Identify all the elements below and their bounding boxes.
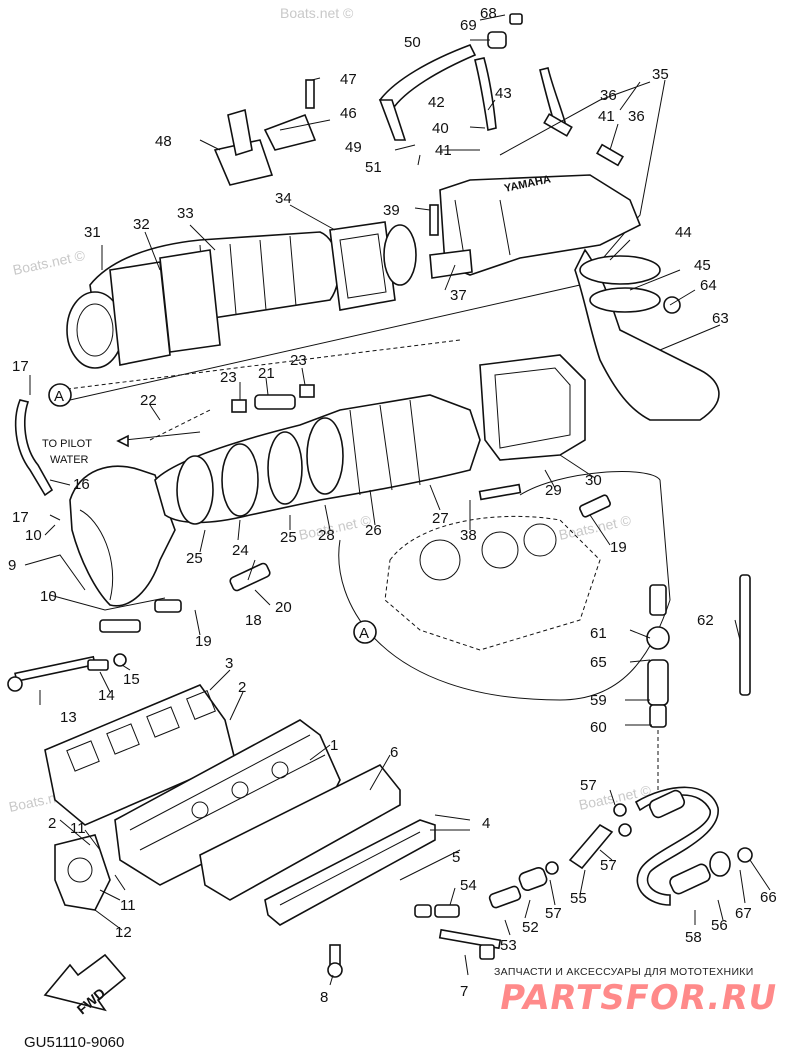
callout-65: 65 [590,654,607,671]
callout-21: 21 [258,365,275,382]
callout-43: 43 [495,85,512,102]
callout-68: 68 [480,5,497,22]
callout-22: 22 [140,392,157,409]
callout-50: 50 [404,34,421,51]
callout-12: 12 [115,924,132,941]
callout-27: 27 [432,510,449,527]
callout-64: 64 [700,277,717,294]
callout-38: 38 [460,527,477,544]
callout-57: 57 [545,905,562,922]
callout-34: 34 [275,190,292,207]
callout-44: 44 [675,224,692,241]
shop-brand-logo: PARTSFOR.RU [496,978,781,1018]
callout-15: 15 [123,671,140,688]
callout-56: 56 [711,917,728,934]
callout-28: 28 [318,527,335,544]
callout-7: 7 [460,983,468,1000]
callout-16: 16 [73,476,90,493]
callout-39: 39 [383,202,400,219]
callout-17: 17 [12,358,29,375]
callout-19: 19 [610,539,627,556]
lower-assembly [43,574,771,1012]
top-assembly: YAMAHA [66,13,721,421]
callout-52: 52 [522,919,539,936]
callout-25: 25 [280,529,297,546]
callout-8: 8 [320,989,328,1006]
callout-40: 40 [432,120,449,137]
callout-13: 13 [60,709,77,726]
callout-19: 19 [195,633,212,650]
callout-26: 26 [365,522,382,539]
callout-6: 6 [390,744,398,761]
callout-47: 47 [340,71,357,88]
pilot-water-label: TO PILOT [42,438,92,450]
callout-2: 2 [238,679,246,696]
watermark: Boats.net © [11,247,87,278]
callout-55: 55 [570,890,587,907]
callout-35: 35 [652,66,669,83]
callout-61: 61 [590,625,607,642]
callout-48: 48 [155,133,172,150]
callout-24: 24 [232,542,249,559]
callout-11: 11 [70,820,86,837]
callout-58: 58 [685,929,702,946]
callout-29: 29 [545,482,562,499]
callout-46: 46 [340,105,357,122]
callout-25: 25 [186,550,203,567]
callout-54: 54 [460,877,477,894]
callout-51: 51 [365,159,382,176]
callout-17: 17 [12,509,29,526]
callout-41: 41 [598,108,615,125]
callout-9: 9 [8,557,16,574]
callout-36: 36 [628,108,645,125]
callout-49: 49 [345,139,362,156]
ref-circle-a [48,383,72,407]
callout-5: 5 [452,849,460,866]
callout-57: 57 [600,857,617,874]
callout-23: 23 [290,352,307,369]
callout-20: 20 [275,599,292,616]
callout-53: 53 [500,937,517,954]
callout-3: 3 [225,655,233,672]
callout-63: 63 [712,310,729,327]
callout-59: 59 [590,692,607,709]
callout-14: 14 [98,687,115,704]
watermark: Boats.net © [280,5,354,21]
callout-23: 23 [220,369,237,386]
callout-32: 32 [133,216,150,233]
shop-tagline: ЗАПЧАСТИ И АКСЕССУАРЫ ДЛЯ МОТОТЕХНИКИ [494,966,754,978]
callout-2: 2 [48,815,56,832]
callout-42: 42 [428,94,445,111]
callout-33: 33 [177,205,194,222]
callout-30: 30 [585,472,602,489]
callout-11: 11 [120,897,136,914]
watermark: Boats.net © [297,512,373,543]
callout-36: 36 [600,87,617,104]
callout-18: 18 [245,612,262,629]
callout-60: 60 [590,719,607,736]
ref-mark-a: A [359,625,369,642]
callout-62: 62 [697,612,714,629]
callout-4: 4 [482,815,490,832]
callout-numbers: 1 2 2 3 4 5 6 7 8 9 10 10 11 11 12 13 14… [8,5,777,1006]
callout-57: 57 [580,777,597,794]
ref-circle-a [353,620,377,644]
callout-31: 31 [84,224,101,241]
callout-69: 69 [460,17,477,34]
callout-66: 66 [760,889,777,906]
middle-assembly [7,339,671,705]
callout-10: 10 [40,588,57,605]
callout-10: 10 [25,527,42,544]
callout-37: 37 [450,287,467,304]
callout-67: 67 [735,905,752,922]
ref-mark-a: A [54,388,64,405]
pilot-water-label: WATER [50,454,89,466]
callout-1: 1 [330,737,338,754]
callout-45: 45 [694,257,711,274]
diagram-code: GU51110-9060 [24,1034,125,1051]
callout-41: 41 [435,142,452,159]
